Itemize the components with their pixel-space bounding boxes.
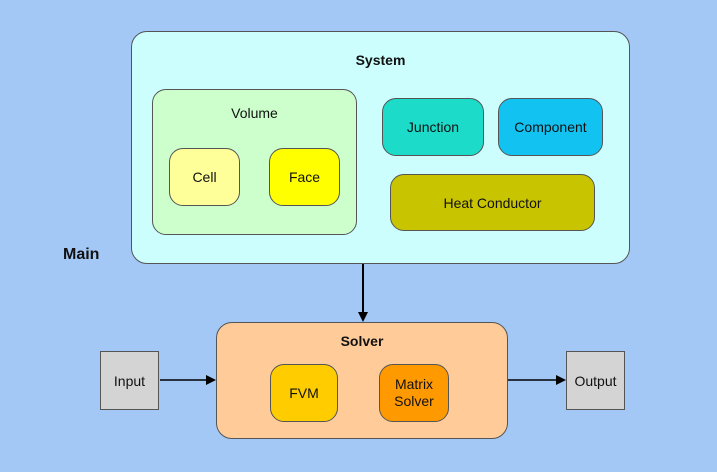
junction-node: Junction — [382, 98, 484, 156]
junction-label: Junction — [406, 119, 460, 135]
matrix-solver-label: Matrix Solver — [394, 375, 434, 410]
solver-title: Solver — [340, 333, 384, 349]
system-title: System — [355, 52, 406, 68]
main-label: Main — [63, 246, 100, 263]
output-label: Output — [574, 372, 617, 389]
face-label: Face — [288, 169, 321, 185]
heat-conductor-label: Heat Conductor — [443, 194, 542, 211]
heat-conductor-node: Heat Conductor — [390, 174, 595, 231]
input-label: Input — [113, 372, 146, 389]
component-label: Component — [514, 119, 587, 135]
solver-box: Solver — [216, 322, 508, 439]
input-node: Input — [100, 351, 159, 410]
matrix-solver-node: Matrix Solver — [379, 364, 449, 422]
output-node: Output — [566, 351, 625, 410]
face-node: Face — [269, 148, 340, 206]
cell-node: Cell — [169, 148, 240, 206]
fvm-label: FVM — [289, 385, 319, 401]
component-node: Component — [498, 98, 603, 156]
volume-title: Volume — [231, 105, 278, 121]
fvm-node: FVM — [270, 364, 338, 422]
cell-label: Cell — [192, 169, 217, 185]
